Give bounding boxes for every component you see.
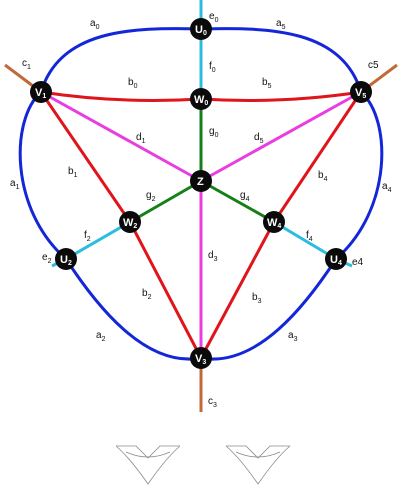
svg-text:W2: W2 [123,217,137,230]
label-c1: c1 [22,58,31,71]
node-V1: V1 [30,81,52,103]
label-e0: e0 [209,11,219,24]
edge-d5 [200,90,362,183]
label-f0: f0 [209,61,216,74]
node-W2: W2 [119,211,141,233]
svg-text:U4: U4 [330,254,342,267]
edge-a2 [64,258,202,361]
label-f2: f2 [84,230,91,243]
edge-g2 [129,179,202,224]
label-a0: a0 [90,18,100,31]
label-f4: f4 [306,230,313,243]
svg-text:Z: Z [197,176,204,188]
edge-label-group: a0 e0 a5 c1 c5 f0 b0 b5 g0 d1 d5 a1 b1 b… [10,11,392,409]
label-g2: g2 [146,190,156,203]
sketch-right [225,445,291,485]
edge-a1 [18,90,67,261]
svg-text:V3: V3 [195,353,206,366]
label-c5: c5 [368,60,379,71]
node-U4: U4 [325,248,347,270]
svg-text:W4: W4 [267,217,281,230]
svg-text:U2: U2 [60,254,72,267]
label-g0: g0 [209,126,219,139]
svg-text:U0: U0 [195,24,207,37]
label-a1: a1 [10,178,20,191]
node-V5: V5 [350,81,372,103]
edge-f2 [65,220,131,261]
sketch-left [115,445,181,485]
label-b4: b4 [318,170,328,183]
label-b0: b0 [128,77,138,90]
svg-text:W0: W0 [194,94,208,107]
edge-a0 [39,27,202,93]
node-W4: W4 [263,211,285,233]
label-e2: e2 [42,252,52,265]
edge-b2 [128,221,203,359]
label-b5: b5 [262,77,272,90]
label-a5: a5 [276,18,286,31]
label-d3: d3 [208,250,218,263]
edge-a4 [335,90,384,261]
edge-b4 [272,91,363,223]
label-b1: b1 [68,166,78,179]
node-U0: U0 [190,18,212,40]
node-V3: V3 [190,347,212,369]
label-b2: b2 [142,288,152,301]
label-g4: g4 [240,190,250,203]
edge-g4 [200,179,275,224]
label-b3: b3 [252,292,262,305]
label-e4: e4 [352,257,364,268]
node-Z: Z [190,170,212,192]
edge-d1 [40,90,202,183]
label-a3: a3 [288,330,298,343]
node-W0: W0 [190,88,212,110]
node-U2: U2 [55,248,77,270]
svg-text:V1: V1 [35,87,46,100]
edge-f4 [273,220,337,261]
edge-b5 [200,90,362,102]
edge-b1 [39,91,132,223]
svg-text:V5: V5 [355,87,366,100]
label-c3: c3 [208,396,217,409]
edge-a3 [200,258,338,361]
label-d1: d1 [136,132,146,145]
edge-a5 [200,27,363,93]
label-a2: a2 [96,330,106,343]
label-a4: a4 [382,181,392,194]
edge-b3 [199,221,276,359]
edge-b0 [40,90,202,102]
label-d5: d5 [254,132,264,145]
